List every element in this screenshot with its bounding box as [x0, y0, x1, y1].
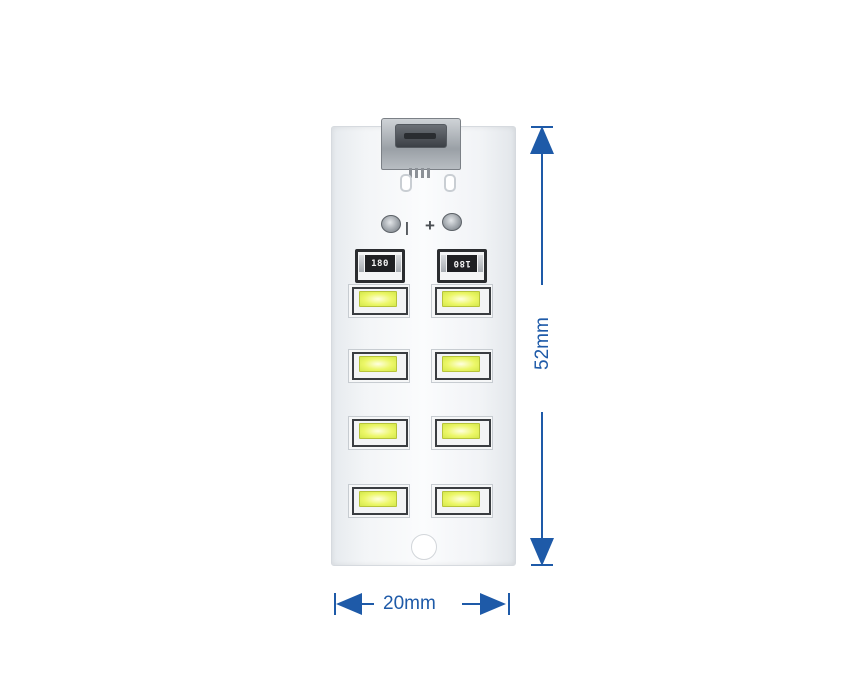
smd-resistor-left: 180 — [355, 249, 405, 283]
solder-pad-positive — [442, 213, 462, 231]
micro-usb-tongue — [404, 133, 436, 139]
height-dimension-line-upper — [541, 150, 543, 285]
led-lens — [442, 356, 480, 372]
height-dimension-label: 52mm — [532, 317, 553, 370]
height-dimension-arrow-up-icon — [530, 126, 554, 154]
resistor-cap — [441, 255, 446, 272]
led-lens — [442, 491, 480, 507]
mounting-slot-left — [400, 174, 412, 192]
silkscreen-minus-label: | — [405, 219, 409, 235]
led-lens — [359, 491, 397, 507]
resistor-code-right: 180 — [447, 255, 477, 272]
led-lens — [442, 423, 480, 439]
led-chip — [431, 484, 493, 518]
width-dimension-label: 20mm — [383, 593, 436, 614]
solder-pad-negative — [381, 215, 401, 233]
height-dimension-line-lower — [541, 412, 543, 542]
resistor-code-left: 180 — [365, 255, 395, 272]
resistor-cap — [359, 255, 364, 272]
silkscreen-plus-label: + — [425, 216, 435, 235]
height-dimension-bottom-tick — [531, 564, 553, 566]
width-dimension-arrow-left-icon — [336, 593, 362, 615]
width-dimension-line-right — [462, 603, 482, 605]
smd-resistor-right: 180 — [437, 249, 487, 283]
led-chip — [348, 349, 410, 383]
height-dimension-arrow-down-icon — [530, 538, 554, 566]
led-lens — [359, 423, 397, 439]
width-dimension-arrow-right-icon — [480, 593, 506, 615]
led-lens — [442, 291, 480, 307]
led-chip — [431, 284, 493, 318]
led-chip — [348, 484, 410, 518]
led-lens — [359, 291, 397, 307]
mounting-hole — [411, 534, 437, 560]
width-dimension-line-left — [358, 603, 374, 605]
width-dimension-left-tick — [334, 593, 336, 615]
resistor-cap — [478, 255, 483, 272]
mounting-slot-right — [444, 174, 456, 192]
led-chip — [431, 416, 493, 450]
width-dimension-right-tick — [508, 593, 510, 615]
led-chip — [348, 416, 410, 450]
led-chip — [348, 284, 410, 318]
led-chip — [431, 349, 493, 383]
micro-usb-pins — [409, 168, 433, 178]
resistor-cap — [396, 255, 401, 272]
led-lens — [359, 356, 397, 372]
